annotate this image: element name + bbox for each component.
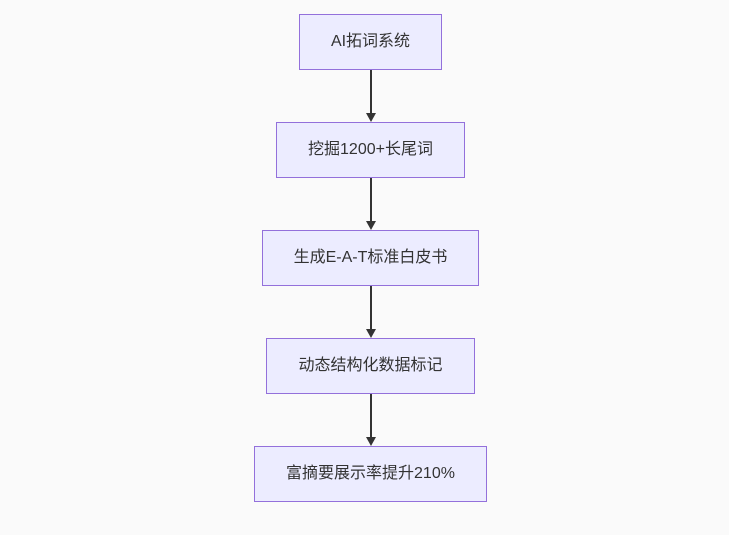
arrow-connector-3 xyxy=(365,286,376,338)
flow-node-label: AI拓词系统 xyxy=(330,33,411,50)
flow-node-longtail-keywords: 挖掘1200+长尾词 xyxy=(276,122,465,178)
flow-node-label: 富摘要展示率提升210% xyxy=(286,465,455,482)
arrow-connector-1 xyxy=(365,70,376,122)
arrow-down-icon xyxy=(365,329,376,338)
arrow-line xyxy=(369,286,372,329)
flow-node-structured-data: 动态结构化数据标记 xyxy=(266,338,475,394)
flow-node-eat-whitepaper: 生成E-A-T标准白皮书 xyxy=(261,230,480,286)
arrow-line xyxy=(369,70,372,113)
flow-node-ai-system: AI拓词系统 xyxy=(298,14,443,70)
flow-node-rich-snippet-rate: 富摘要展示率提升210% xyxy=(254,446,487,502)
arrow-connector-4 xyxy=(365,394,376,446)
arrow-connector-2 xyxy=(365,178,376,230)
arrow-down-icon xyxy=(365,113,376,122)
arrow-line xyxy=(369,394,372,437)
flow-node-label: 生成E-A-T标准白皮书 xyxy=(293,249,448,266)
flow-node-label: 动态结构化数据标记 xyxy=(298,357,443,374)
arrow-down-icon xyxy=(365,221,376,230)
arrow-down-icon xyxy=(365,437,376,446)
flowchart: AI拓词系统 挖掘1200+长尾词 生成E-A-T标准白皮书 动态结构化数据标记… xyxy=(6,0,729,535)
flow-node-label: 挖掘1200+长尾词 xyxy=(308,141,433,158)
arrow-line xyxy=(369,178,372,221)
